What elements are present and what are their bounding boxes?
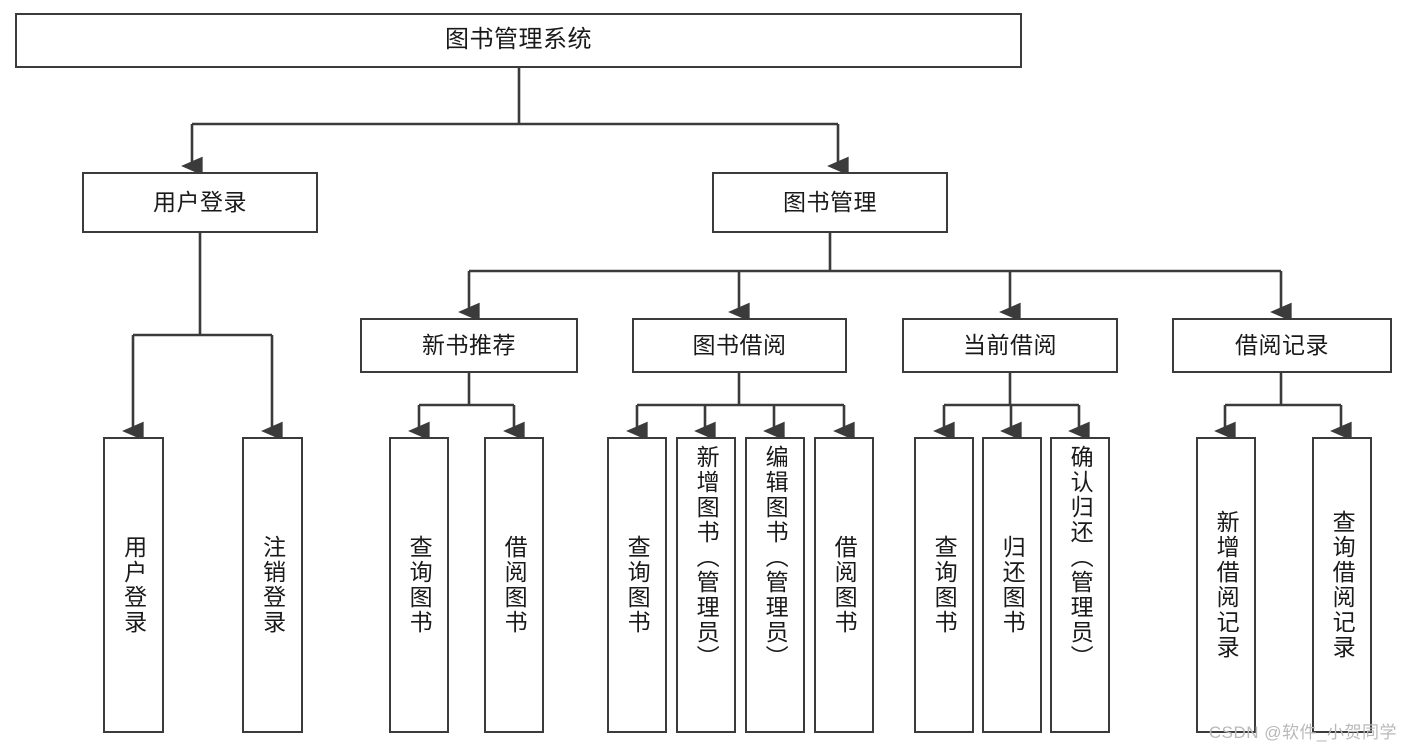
node-label: 查询图书 xyxy=(624,535,651,635)
node-leaf-borrow-book-borrow[interactable]: 借阅图书 xyxy=(814,437,874,733)
node-user-login[interactable]: 用户登录 xyxy=(82,172,318,233)
node-label: 新书推荐 xyxy=(422,331,516,358)
node-label: 图书管理 xyxy=(783,188,877,215)
node-book-management[interactable]: 图书管理 xyxy=(712,172,948,233)
node-leaf-query-borrow-record[interactable]: 查询借阅记录 xyxy=(1312,437,1372,733)
node-borrow-record[interactable]: 借阅记录 xyxy=(1172,318,1392,373)
node-label: 注销登录 xyxy=(259,535,286,635)
node-label: 归还图书 xyxy=(999,535,1026,635)
node-label: 当前借阅 xyxy=(963,331,1057,358)
node-label: 新增图书（管理员） xyxy=(693,445,720,670)
node-label: 查询借阅记录 xyxy=(1329,510,1356,660)
node-label: 确认归还（管理员） xyxy=(1067,445,1094,670)
node-leaf-query-book-current[interactable]: 查询图书 xyxy=(914,437,974,733)
node-label: 图书管理系统 xyxy=(445,26,592,54)
node-label: 借阅记录 xyxy=(1235,331,1329,358)
node-leaf-confirm-return-admin[interactable]: 确认归还（管理员） xyxy=(1050,437,1110,733)
watermark-text: CSDN @软件_小贺同学 xyxy=(1208,723,1397,742)
node-leaf-borrow-book-recommend[interactable]: 借阅图书 xyxy=(484,437,544,733)
node-root-book-management-system[interactable]: 图书管理系统 xyxy=(15,13,1022,68)
node-label: 用户登录 xyxy=(120,535,147,635)
node-label: 用户登录 xyxy=(153,188,247,215)
node-label: 新增借阅记录 xyxy=(1213,510,1240,660)
node-label: 查询图书 xyxy=(406,535,433,635)
node-leaf-add-borrow-record[interactable]: 新增借阅记录 xyxy=(1196,437,1256,733)
node-label: 查询图书 xyxy=(931,535,958,635)
node-leaf-user-login[interactable]: 用户登录 xyxy=(103,437,164,733)
node-label: 借阅图书 xyxy=(501,535,528,635)
node-label: 借阅图书 xyxy=(831,535,858,635)
node-label: 编辑图书（管理员） xyxy=(762,445,789,670)
node-leaf-add-book-admin[interactable]: 新增图书（管理员） xyxy=(676,437,736,733)
node-leaf-edit-book-admin[interactable]: 编辑图书（管理员） xyxy=(745,437,805,733)
node-book-borrow[interactable]: 图书借阅 xyxy=(632,318,847,373)
node-leaf-query-book-recommend[interactable]: 查询图书 xyxy=(389,437,449,733)
node-leaf-return-book[interactable]: 归还图书 xyxy=(982,437,1042,733)
node-leaf-logout-login[interactable]: 注销登录 xyxy=(242,437,303,733)
node-label: 图书借阅 xyxy=(692,331,787,358)
node-current-borrow[interactable]: 当前借阅 xyxy=(902,318,1118,373)
node-new-book-recommendation[interactable]: 新书推荐 xyxy=(360,318,578,373)
node-leaf-query-book-borrow[interactable]: 查询图书 xyxy=(607,437,667,733)
